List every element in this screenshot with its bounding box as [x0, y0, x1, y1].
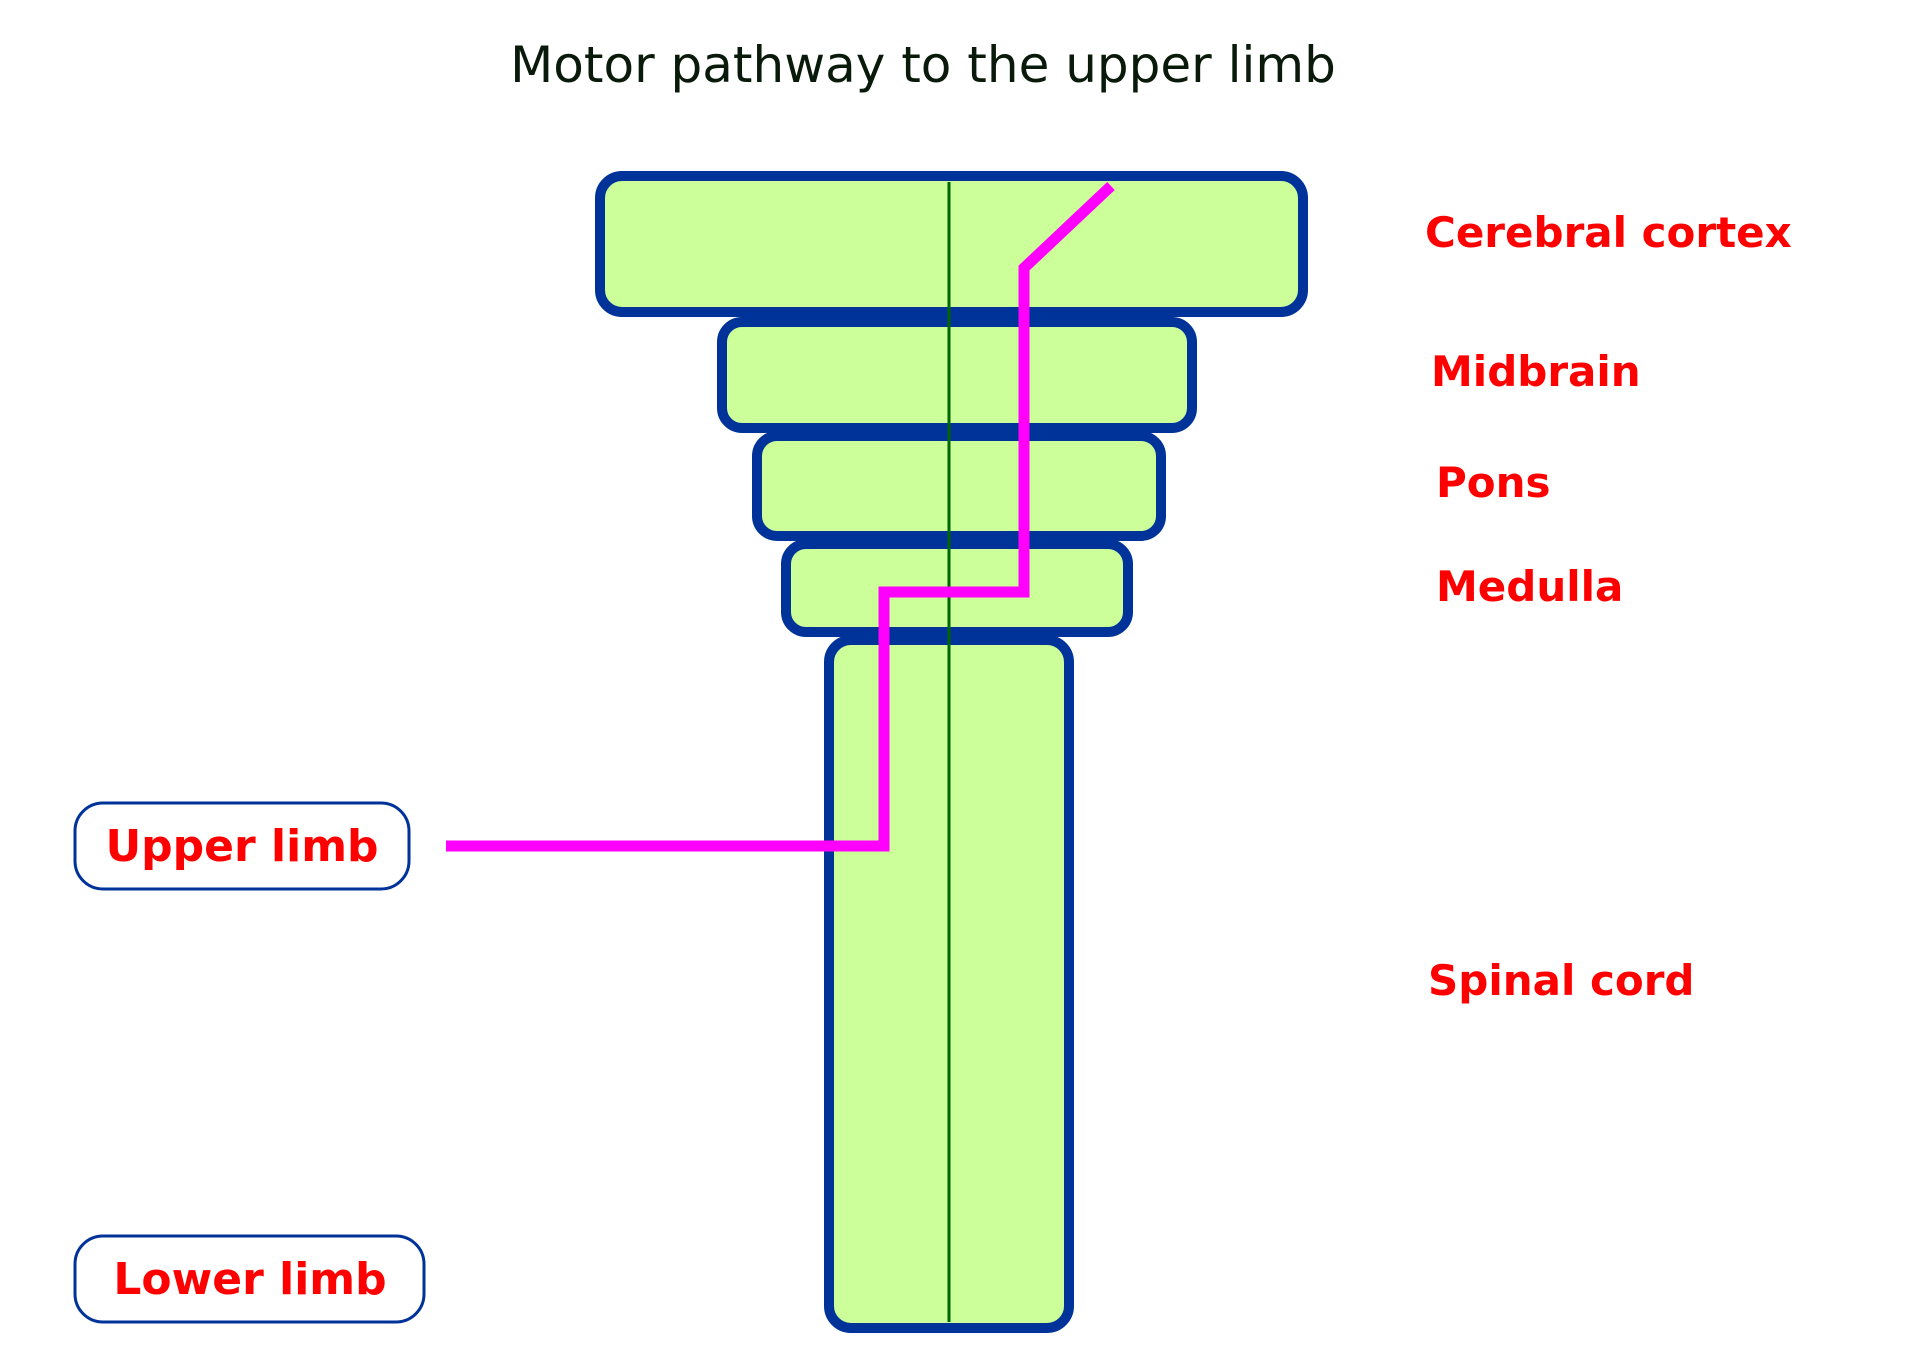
label-spinal-cord: Spinal cord — [1428, 956, 1695, 1005]
upper-limb-label: Upper limb — [105, 821, 378, 872]
upper-limb-box-outline — [73, 801, 411, 891]
cerebral-cortex-shape — [595, 171, 1308, 317]
lower-limb-box-outline — [73, 1234, 426, 1324]
diagram-title: Motor pathway to the upper limb — [510, 36, 1336, 94]
motor-pathway-line — [446, 181, 1115, 852]
label-cerebral-cortex: Cerebral cortex — [1425, 208, 1792, 257]
structures — [595, 171, 1308, 1333]
label-medulla: Medulla — [1436, 562, 1623, 611]
pons-shape — [752, 431, 1166, 541]
upper-limb-box: Upper limb — [73, 801, 411, 891]
lower-limb-label: Lower limb — [113, 1254, 386, 1305]
midbrain-shape — [717, 317, 1197, 433]
lower-limb-box: Lower limb — [73, 1234, 426, 1324]
label-midbrain: Midbrain — [1431, 347, 1641, 396]
label-pons: Pons — [1436, 458, 1551, 507]
